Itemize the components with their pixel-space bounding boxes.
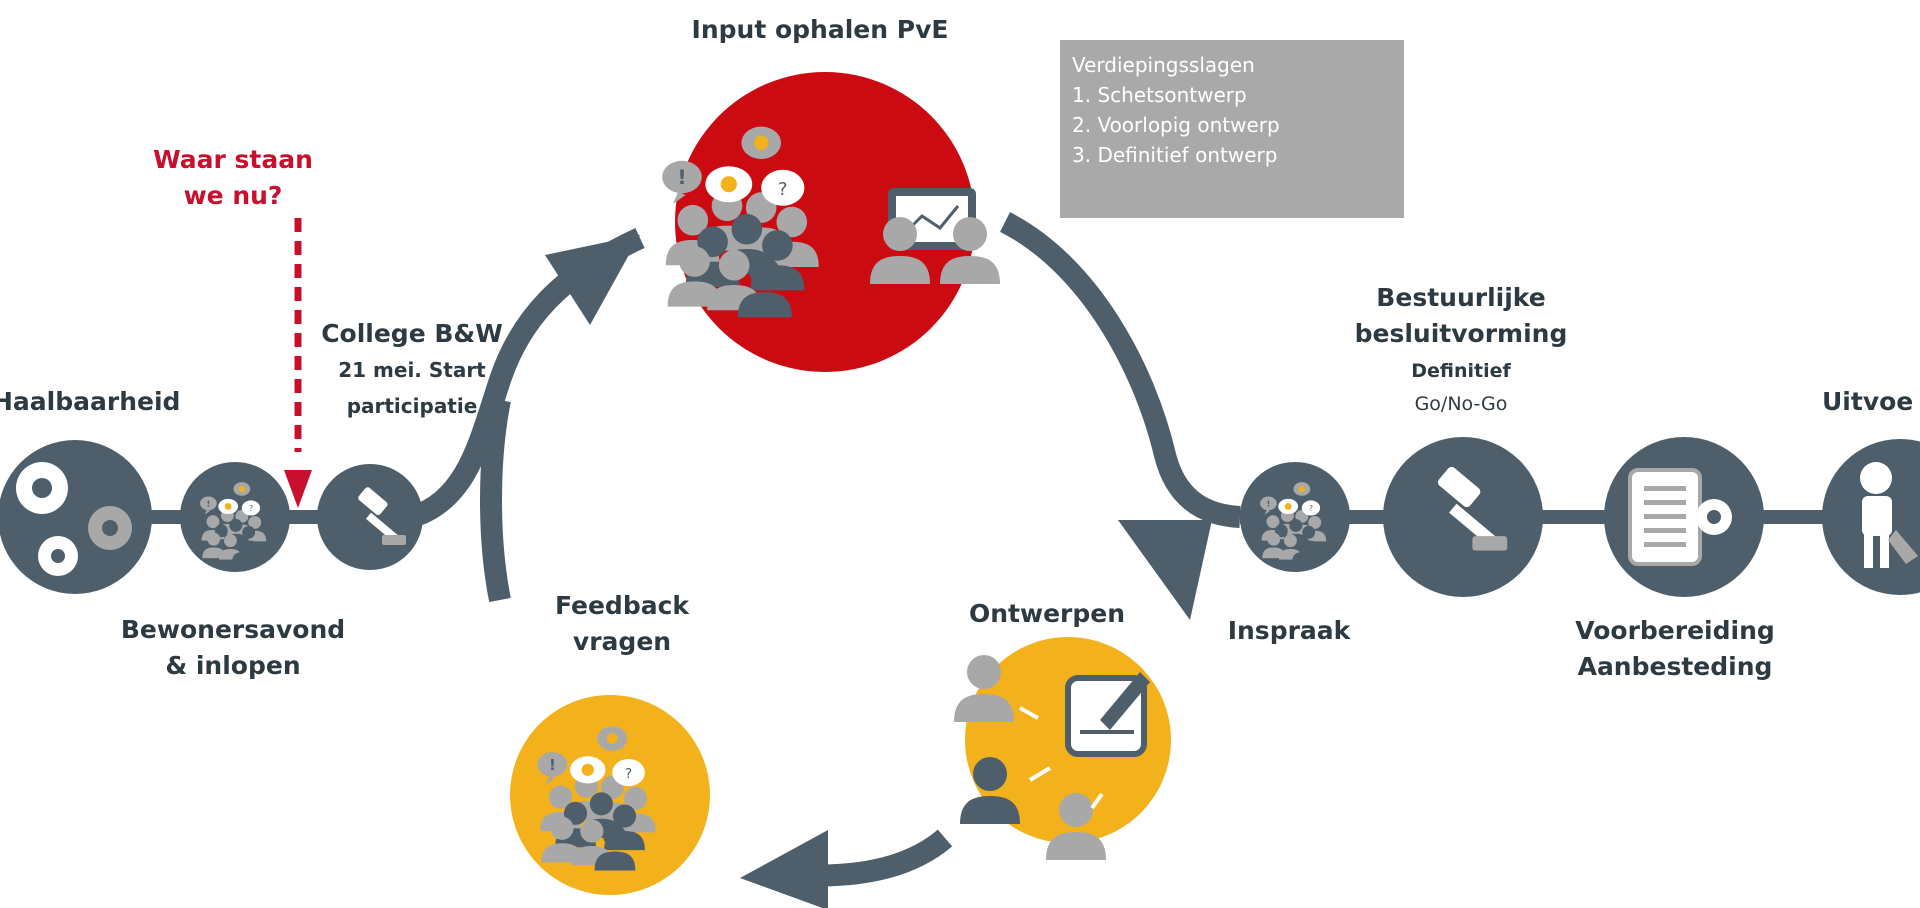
arrowhead-to-feedback [740, 830, 828, 908]
label-bestuurlijke: Bestuurlijke besluitvorming Definitief G… [1355, 280, 1568, 418]
node-ontwerpen [954, 637, 1171, 860]
marker-label-line1: Waar staan [153, 145, 313, 174]
info-box-item-3: 3. Definitief ontwerp [1072, 143, 1278, 167]
label-voorbereiding: Voorbereiding Aanbesteding [1575, 613, 1775, 685]
info-box-title: Verdiepingsslagen [1072, 53, 1255, 77]
node-uitvoering [1822, 439, 1920, 595]
node-inspraak [1240, 462, 1350, 572]
label-uitvoering: Uitvoe [1822, 387, 1914, 416]
label-voorbereiding-line2: Aanbesteding [1577, 652, 1773, 681]
construction-worker-icon [1860, 462, 1918, 568]
marker-label-line2: we nu? [183, 181, 283, 210]
label-inspraak: Inspraak [1227, 616, 1351, 645]
arc-to-ontwerpen [999, 212, 1241, 528]
label-ontwerpen: Ontwerpen [968, 599, 1126, 628]
info-box-item-1: 1. Schetsontwerp [1072, 83, 1247, 107]
info-box-item-2: 2. Voorlopig ontwerp [1072, 113, 1280, 137]
node-voorbereiding [1604, 437, 1764, 597]
label-bestuurlijke-line1: Bestuurlijke [1376, 283, 1546, 312]
node-feedback [510, 695, 710, 895]
label-college: College B&W 21 mei. Start participatie [321, 316, 503, 424]
info-box-verdiepingsslagen: Verdiepingsslagen 1. Schetsontwerp 2. Vo… [1060, 40, 1404, 218]
arrowhead-to-input [545, 235, 640, 325]
marker-label: Waar staan we nu? [153, 142, 313, 214]
node-bestuurlijke [1383, 437, 1543, 597]
label-college-sub2: participatie [346, 394, 478, 418]
gears-icon [16, 462, 132, 576]
arc-return-left [480, 397, 511, 603]
arrowhead-to-ontwerpen [1118, 520, 1212, 620]
node-bewonersavond [180, 462, 290, 572]
label-college-title: College B&W [321, 319, 503, 348]
node-college [317, 464, 423, 570]
label-bestuurlijke-line2: besluitvorming [1354, 319, 1568, 348]
gavel-icon [1437, 466, 1508, 551]
document-gear-icon [1628, 468, 1732, 566]
label-bestuurlijke-sub2: Go/No-Go [1414, 393, 1508, 415]
gavel-icon [358, 487, 406, 545]
current-position-arrowhead [284, 470, 312, 508]
node-input-ophalen [662, 72, 1000, 372]
label-input-ophalen: Input ophalen PvE [691, 15, 949, 44]
label-feedback-line2: vragen [572, 627, 672, 656]
label-college-sub1: 21 mei. Start [338, 358, 486, 382]
label-bestuurlijke-sub1: Definitief [1411, 360, 1511, 382]
label-bewonersavond-line2: & inlopen [165, 651, 301, 680]
label-voorbereiding-line1: Voorbereiding [1575, 616, 1775, 645]
label-haalbaarheid: Haalbaarheid [0, 387, 181, 416]
label-bewonersavond-line1: Bewonersavond [120, 615, 346, 644]
crowd-presentation-icon [662, 126, 1000, 318]
label-feedback-line1: Feedback [554, 591, 690, 620]
node-haalbaarheid [0, 440, 152, 594]
label-feedback: Feedback vragen [555, 588, 689, 660]
design-sketch-icon [954, 655, 1150, 860]
label-bewonersavond: Bewonersavond & inlopen [121, 612, 345, 684]
